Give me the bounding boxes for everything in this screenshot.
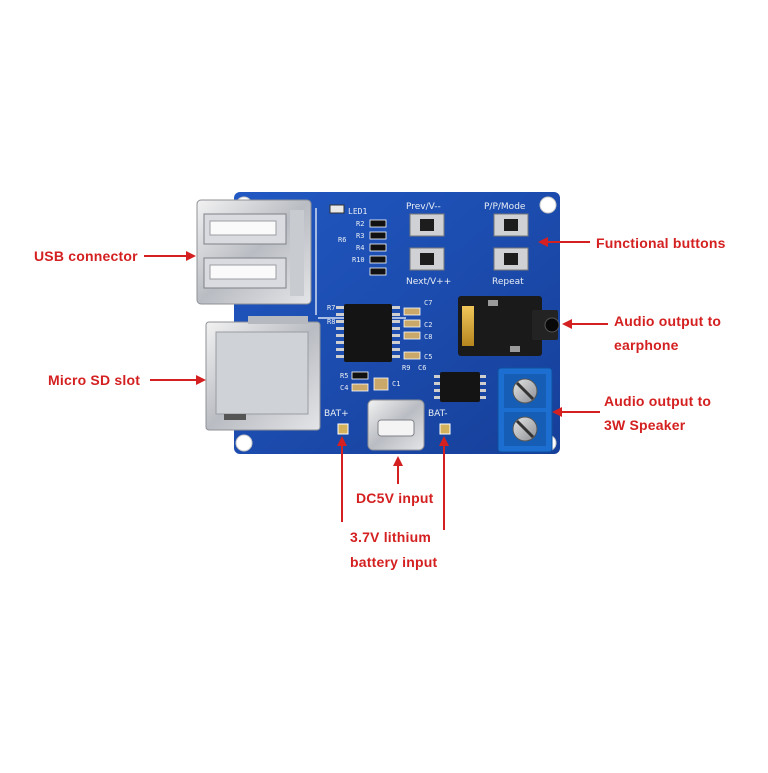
micro-sd-slot	[205, 316, 321, 431]
passive-parts	[351, 371, 389, 392]
silk-c6: C6	[418, 364, 426, 372]
callout-usb-connector: USB connector	[34, 248, 138, 264]
silk-r6: R6	[338, 236, 346, 244]
pointer-arrows	[144, 237, 608, 530]
callout-speaker-line1: Audio output to	[604, 393, 712, 409]
silk-repeat: Repeat	[492, 277, 524, 287]
bat-minus-pad	[439, 423, 451, 435]
resistor-column	[369, 219, 387, 276]
mounting-hole	[235, 434, 253, 452]
main-ic	[336, 304, 400, 362]
silk-r9: R9	[402, 364, 410, 372]
silk-c1: C1	[392, 380, 400, 388]
callout-functional-buttons: Functional buttons	[596, 235, 726, 251]
amplifier-ic	[434, 372, 486, 402]
silk-bat-plus: BAT+	[324, 409, 349, 419]
silk-c4: C4	[340, 384, 348, 392]
silk-c2: C2	[424, 321, 432, 329]
silk-play-mode: P/P/Mode	[484, 202, 526, 212]
silk-led1: LED1	[348, 207, 367, 216]
silk-next: Next/V++	[406, 277, 451, 287]
callout-speaker-line2: 3W Speaker	[604, 417, 686, 433]
callout-micro-sd-slot: Micro SD slot	[48, 372, 141, 388]
silk-c7: C7	[424, 299, 432, 307]
led	[329, 204, 345, 214]
usb-connector	[196, 199, 312, 305]
silk-r8: R8	[327, 318, 335, 326]
silk-bat-minus: BAT-	[428, 409, 448, 419]
callout-earphone-line2: earphone	[614, 337, 679, 353]
silk-c8: C8	[424, 333, 432, 341]
capacitor-group	[403, 307, 421, 360]
bat-plus-pad	[337, 423, 349, 435]
silk-r4: R4	[356, 244, 364, 252]
callout-earphone-line1: Audio output to	[614, 313, 722, 329]
mounting-hole	[539, 196, 557, 214]
callout-dc5v-input: DC5V input	[356, 490, 434, 506]
silk-r10: R10	[352, 256, 365, 264]
callout-battery-line2: battery input	[350, 554, 438, 570]
micro-usb-port	[367, 399, 425, 451]
speaker-terminal	[497, 367, 553, 453]
silk-r5: R5	[340, 372, 348, 380]
silk-r2: R2	[356, 220, 364, 228]
silk-prev: Prev/V--	[406, 202, 441, 212]
callout-battery-line1: 3.7V lithium	[350, 529, 431, 545]
silk-r3: R3	[356, 232, 364, 240]
silk-c5: C5	[424, 353, 432, 361]
functional-buttons	[409, 213, 529, 271]
audio-jack	[458, 296, 560, 356]
silk-r7: R7	[327, 304, 335, 312]
